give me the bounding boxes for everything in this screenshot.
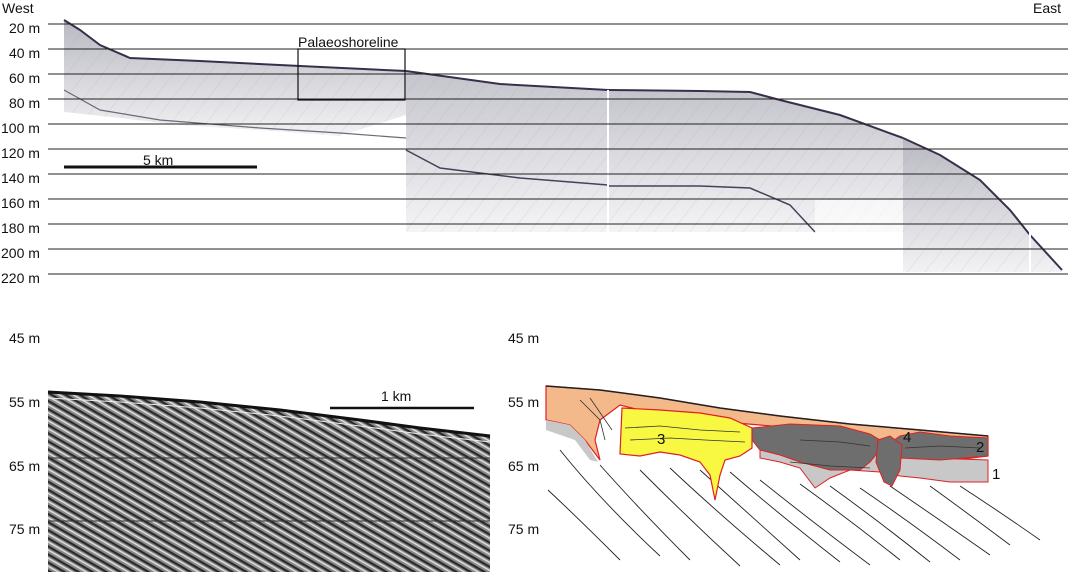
unit-label-1: 1	[992, 466, 1001, 483]
depth-label-160: 160 m	[1, 195, 40, 211]
depth-label-180: 180 m	[1, 220, 40, 236]
clinoform-lines	[547, 449, 1041, 567]
depth-label-80: 80 m	[9, 95, 41, 111]
depth-gridlines-top	[48, 23, 1068, 275]
unit-label-3: 3	[657, 431, 666, 448]
internal-reflectors	[579, 397, 981, 469]
sonar-section-east	[607, 89, 905, 233]
sonar-section-middle	[405, 70, 609, 232]
depth-label-100: 100 m	[1, 120, 40, 136]
depth-label-60: 60 m	[9, 70, 41, 86]
depth-label-120: 120 m	[1, 145, 40, 161]
depth-label-200: 200 m	[1, 245, 40, 261]
palaeoshoreline-label: Palaeoshoreline	[298, 34, 399, 50]
scale-label-5km: 5 km	[143, 152, 174, 168]
unit-3	[619, 407, 753, 501]
depth-label-20: 20 m	[9, 20, 41, 36]
interpretation-panel	[545, 385, 1041, 567]
palaeoshoreline-box	[297, 48, 406, 101]
depth-label-140: 140 m	[1, 170, 40, 186]
bl-depth-label-55: 55 m	[9, 394, 41, 410]
seismic-profile	[47, 390, 491, 572]
bl-depth-label-65: 65 m	[9, 458, 41, 474]
unit-2	[751, 423, 989, 471]
sonar-section-west	[63, 19, 407, 139]
depth-label-220: 220 m	[1, 270, 40, 286]
depth-label-40: 40 m	[9, 45, 41, 61]
seafloor-line	[545, 385, 989, 437]
sonar-section-slope	[607, 90, 1063, 272]
br-depth-label-55: 55 m	[508, 394, 540, 410]
unit-label-4: 4	[903, 429, 912, 446]
unit-label-2: 2	[976, 439, 985, 456]
unit-base-left	[546, 420, 598, 462]
br-depth-label-75: 75 m	[508, 521, 540, 537]
br-depth-label-65: 65 m	[508, 458, 540, 474]
bl-depth-label-45: 45 m	[9, 330, 41, 346]
scale-label-1km: 1 km	[381, 388, 412, 404]
east-label: East	[1033, 0, 1062, 16]
br-depth-label-45: 45 m	[508, 330, 540, 346]
bl-depth-label-75: 75 m	[9, 521, 41, 537]
west-label: West	[2, 0, 34, 16]
channel-fill	[875, 435, 903, 487]
